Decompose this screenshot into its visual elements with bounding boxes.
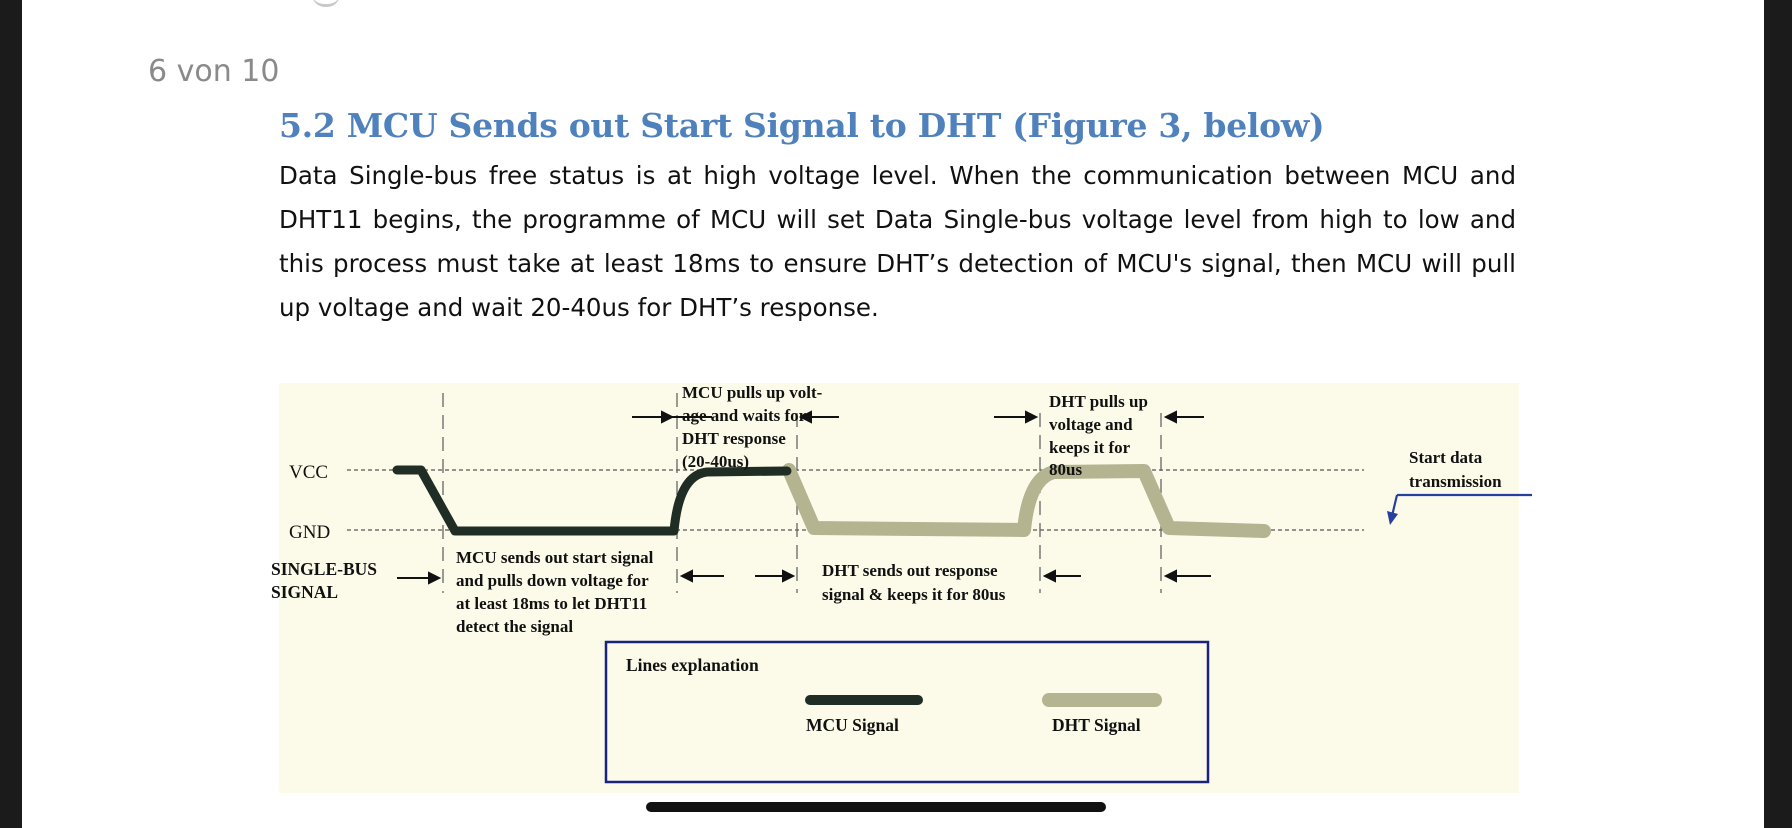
lines-explanation-legend: Lines explanation MCU Signal DHT Signal bbox=[604, 640, 1210, 784]
mcu-start-line3: at least 18ms to let DHT11 bbox=[456, 594, 647, 613]
legend-mcu-label: MCU Signal bbox=[806, 715, 899, 735]
page-counter: 6 von 10 bbox=[148, 54, 280, 89]
dht-pullup-line1: DHT pulls up bbox=[1049, 392, 1148, 411]
timing-arrows bbox=[397, 410, 1211, 585]
legend-dht-label: DHT Signal bbox=[1052, 715, 1141, 735]
mcu-pullup-line2: age and waits for bbox=[682, 406, 807, 425]
start-data-line2: transmission bbox=[1409, 472, 1502, 491]
dht-pullup-line2: voltage and bbox=[1049, 415, 1133, 434]
gnd-label: GND bbox=[289, 522, 330, 543]
dht-pullup-line4: 80us bbox=[1049, 460, 1082, 479]
home-indicator-bar[interactable] bbox=[646, 802, 1106, 812]
body-paragraph: Data Single-bus free status is at high v… bbox=[279, 161, 1516, 322]
dht-response-line1: DHT sends out response bbox=[822, 561, 998, 580]
timing-diagram-figure: VCC GND SINGLE-BUS SIGNAL bbox=[271, 383, 1532, 793]
mcu-pullup-line1: MCU pulls up volt- bbox=[682, 383, 823, 402]
previous-page-edge bbox=[312, 0, 340, 7]
dht-pullup-line3: keeps it for bbox=[1049, 438, 1131, 457]
mcu-start-line1: MCU sends out start signal bbox=[456, 548, 654, 567]
mcu-start-line2: and pulls down voltage for bbox=[456, 571, 649, 590]
mcu-pullup-line3: DHT response bbox=[682, 429, 786, 448]
document-page: 6 von 10 5.2 MCU Sends out Start Signal … bbox=[22, 0, 1764, 828]
start-data-line1: Start data bbox=[1409, 448, 1483, 467]
start-data-arrow bbox=[1387, 493, 1532, 525]
legend-title: Lines explanation bbox=[626, 655, 759, 675]
timing-diagram: VCC GND SINGLE-BUS SIGNAL bbox=[271, 383, 1532, 784]
mcu-signal-line bbox=[392, 465, 792, 536]
dht-signal-line bbox=[782, 463, 1271, 538]
mcu-pullup-line4: (20-40us) bbox=[682, 452, 749, 471]
section-title: 5.2 MCU Sends out Start Signal to DHT (F… bbox=[279, 106, 1325, 145]
mcu-start-line4: detect the signal bbox=[456, 617, 573, 636]
vcc-label: VCC bbox=[289, 462, 328, 483]
dht-response-line2: signal & keeps it for 80us bbox=[822, 585, 1006, 604]
bus-label-line1: SINGLE-BUS bbox=[271, 559, 377, 579]
bus-label-line2: SIGNAL bbox=[271, 582, 338, 602]
